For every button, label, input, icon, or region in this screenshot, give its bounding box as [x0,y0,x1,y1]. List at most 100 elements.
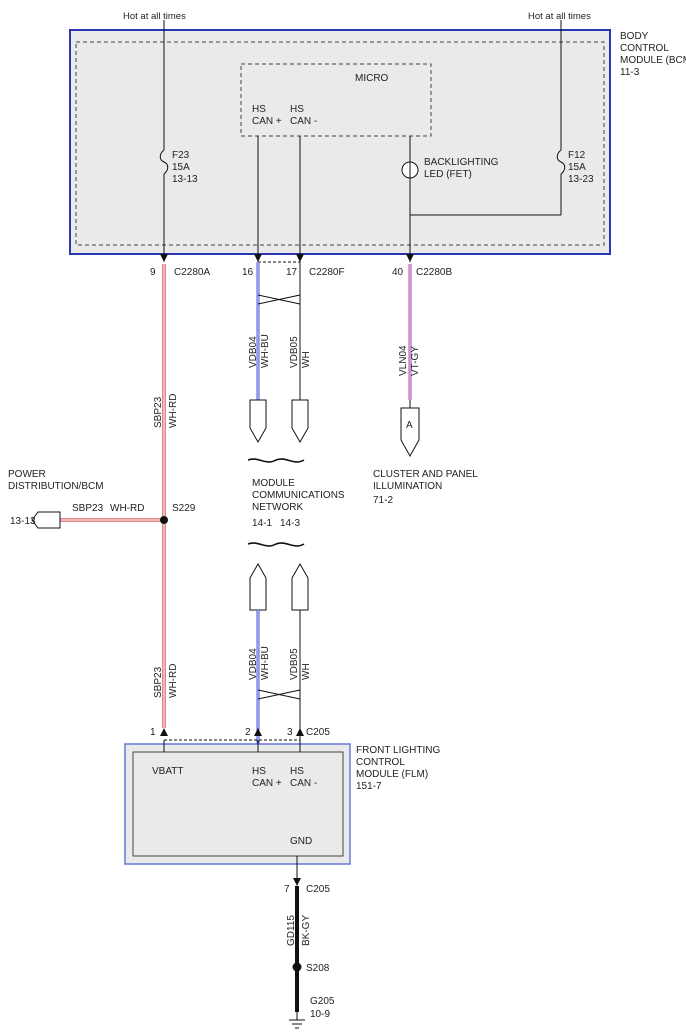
cluster-ref: 71-2 [373,495,393,506]
vdb04-lower-label: VDB04 [248,648,259,680]
splice-s229-label: S229 [172,503,196,514]
fuse-f12-ref: 13-23 [568,174,594,185]
led-fet-label: LED (FET) [424,169,472,180]
c2280b-pin: 40 [392,267,404,278]
power-dist-ref: 13-13 [10,516,36,527]
arrow-down-icon [406,254,414,262]
flm-name-3: MODULE (FLM) [356,769,428,780]
arrow-down-icon [293,878,301,886]
micro-label: MICRO [355,73,389,84]
c2280f-label: C2280F [309,267,345,278]
network-label-3: NETWORK [252,502,303,513]
arrow-down-icon [254,254,262,262]
vdb04-upper-end-icon [249,399,267,444]
sbp23-lower-label: SBP23 [153,666,164,698]
bcm-name-1: BODY [620,31,649,42]
flm-gnd-label: GND [290,836,312,847]
c2280f-pin-17: 17 [286,267,298,278]
arrow-down-icon [296,254,304,262]
vt-gy-label: VT-GY [410,346,421,376]
c205-pin-1: 1 [150,727,156,738]
bcm-hs-label-1: HS [252,104,266,115]
wh-bu-upper-label: WH-BU [260,334,271,368]
wh-upper-label: WH [301,351,312,368]
network-label-1: MODULE [252,478,295,489]
fuse-f23-ref: 13-13 [172,174,198,185]
flm-can-minus-label: CAN - [290,778,317,789]
splice-s229-dot [160,516,168,524]
gd115-label: GD115 [286,915,297,946]
c205-pin-3: 3 [287,727,293,738]
vdb04-lower-end-icon [249,562,267,611]
bcm-can-plus-label: CAN + [252,116,282,127]
power-dist-title-1: POWER [8,469,46,480]
vdb05-lower-label: VDB05 [289,648,300,680]
bcm-name-2: CONTROL [620,43,669,54]
cluster-letter: A [406,420,413,431]
fuse-f12-label: F12 [568,150,586,161]
c205-pin-2: 2 [245,727,251,738]
vdb05-upper-label: VDB05 [289,336,300,368]
wh-rd-lower-label: WH-RD [168,664,179,698]
hot-at-all-times-left: Hot at all times [123,11,186,22]
network-label-2: COMMUNICATIONS [252,490,345,501]
c2280a-pin: 9 [150,267,156,278]
network-ref-2: 14-3 [280,518,300,529]
power-dist-color-label: WH-RD [110,503,144,514]
flm-name-2: CONTROL [356,757,405,768]
twist-icon [257,689,301,700]
arrow-down-icon [160,254,168,262]
c2280b-label: C2280B [416,267,452,278]
cluster-label-1: CLUSTER AND PANEL [373,469,478,480]
c2280a-label: C2280A [174,267,210,278]
fuse-f23-amps: 15A [172,162,190,173]
twist-icon [257,294,301,305]
g205-label: G205 [310,996,335,1007]
wh-bu-lower-label: WH-BU [260,646,271,680]
arrow-up-icon [296,728,304,736]
power-dist-connector-icon [31,511,61,529]
bcm-name-4: 11-3 [620,67,640,78]
vdb05-upper-end-icon [291,399,309,444]
bcm-can-minus-label: CAN - [290,116,317,127]
flm-module [124,743,351,865]
wh-lower-label: WH [301,663,312,680]
bcm-module [69,29,611,255]
fuse-f12-amps: 15A [568,162,586,173]
vdb04-upper-label: VDB04 [248,336,259,368]
bk-gy-label: BK-GY [301,915,312,946]
c205-gnd-pin: 7 [284,884,290,895]
flm-name-4: 151-7 [356,781,382,792]
c205-label: C205 [306,727,330,738]
flm-hs-label-2: HS [290,766,304,777]
hot-at-all-times-right: Hot at all times [528,11,591,22]
splice-s208-label: S208 [306,963,330,974]
fuse-f12-icon [556,149,566,175]
splice-s208-dot [292,962,302,972]
sbp23-upper-label: SBP23 [153,396,164,428]
power-dist-title-2: DISTRIBUTION/BCM [8,481,104,492]
flm-can-plus-label: CAN + [252,778,282,789]
g205-ref: 10-9 [310,1009,330,1020]
bcm-name-3: MODULE (BCM) [620,55,686,66]
c205-gnd-label: C205 [306,884,330,895]
wh-rd-upper-label: WH-RD [168,394,179,428]
flm-vbatt-label: VBATT [152,766,183,777]
flm-hs-label-1: HS [252,766,266,777]
flm-name-1: FRONT LIGHTING [356,745,440,756]
vdb05-lower-end-icon [291,562,309,611]
cluster-connector-icon [400,407,420,458]
backlighting-label: BACKLIGHTING [424,157,499,168]
network-ref-1: 14-1 [252,518,272,529]
fuse-f23-icon [159,149,169,175]
network-brace-lower [247,542,305,547]
cluster-label-2: ILLUMINATION [373,481,442,492]
network-brace-upper [247,458,305,463]
vln04-label: VLN04 [398,345,409,376]
fuse-f23-label: F23 [172,150,190,161]
arrow-up-icon [254,728,262,736]
c2280f-pin-16: 16 [242,267,254,278]
power-dist-wire-label: SBP23 [72,503,104,514]
arrow-up-icon [160,728,168,736]
